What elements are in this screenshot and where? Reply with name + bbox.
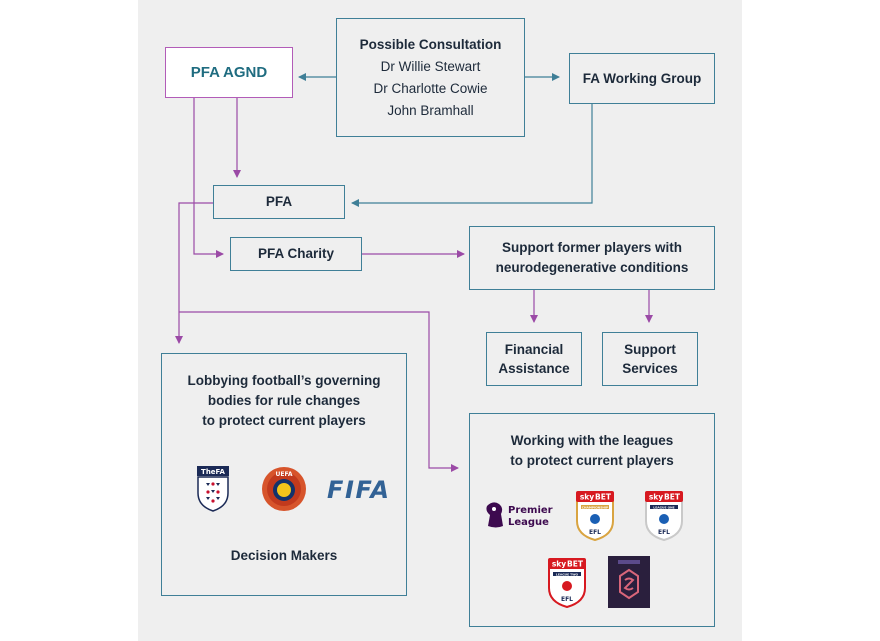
services-line: Support [624,342,676,357]
fa-working-group-label: FA Working Group [582,70,702,86]
support-line: Support former players with [501,240,683,255]
sky-bet-league-two-logo: sky BET LEAGUE TWO EFL [548,558,586,608]
premier-league-logo: Premier League [486,502,553,528]
bet-word: BET [567,560,584,569]
svg-text:UEFA: UEFA [275,471,292,478]
pfa-charity-label: PFA Charity [257,246,335,261]
efl-word: EFL [589,529,601,536]
pfa-agnd-label: PFA AGND [190,63,268,81]
support-services-box: Support Services [602,332,698,386]
svg-text:TheFA: TheFA [201,468,225,476]
bet-word: BET [595,493,612,502]
pfa-box: PFA [213,185,345,219]
lobbying-title-line: to protect current players [202,413,366,428]
sky-word: sky [552,560,566,569]
financial-line: Assistance [498,361,570,376]
competition-name: CHAMPIONSHIP [582,505,609,509]
consultant-name: Dr Charlotte Cowie [373,80,488,96]
fa-working-group-box: FA Working Group [569,53,715,104]
svg-text:FIFA: FIFA [327,476,389,502]
arrow-pfa-to-leagues [179,311,459,472]
efl-word: EFL [658,529,670,536]
support-line: neurodegenerative conditions [495,260,689,275]
support-former-players-box: Support former players with neurodegener… [469,226,715,290]
competition-name: LEAGUE ONE [653,505,674,509]
competition-name: LEAGUE TWO [556,572,579,576]
sky-word: sky [649,493,663,502]
fifa-logo: FIFA [327,476,389,502]
lobbying-title-line: Lobbying football’s governing [187,373,381,388]
bet-word: BET [664,493,681,502]
the-fa-logo: TheFA [197,466,229,512]
line-pfa-branch [175,202,213,344]
arrow-fa-to-pfa [351,104,593,207]
financial-line: Financial [504,342,564,357]
consultation-title: Possible Consultation [359,36,502,52]
financial-assistance-box: Financial Assistance [486,332,582,386]
sky-bet-championship-logo: sky BET CHAMPIONSHIP EFL [576,491,614,541]
premier-league-word: League [508,517,549,528]
sky-word: sky [580,493,594,502]
arrow-agnd-to-charity [193,98,224,258]
efl-word: EFL [561,596,573,603]
consultant-name: John Bramhall [387,102,474,118]
lobbying-title-line: bodies for rule changes [207,393,361,408]
pfa-charity-box: PFA Charity [230,237,362,271]
leagues-title-line: Working with the leagues [510,433,674,448]
consultant-name: Dr Willie Stewart [380,58,481,74]
pfa-agnd-box: PFA AGND [165,47,293,98]
decision-makers-label: Decision Makers [230,548,338,563]
consultation-box: Possible Consultation Dr Willie Stewart … [336,18,525,137]
leagues-title-line: to protect current players [510,453,674,468]
services-line: Services [622,361,678,376]
pfa-label: PFA [265,194,293,209]
sky-bet-league-one-logo: sky BET LEAGUE ONE EFL [645,491,683,541]
womens-super-league-logo [608,556,650,608]
premier-league-word: Premier [508,505,553,516]
uefa-logo: UEFA [262,467,306,511]
